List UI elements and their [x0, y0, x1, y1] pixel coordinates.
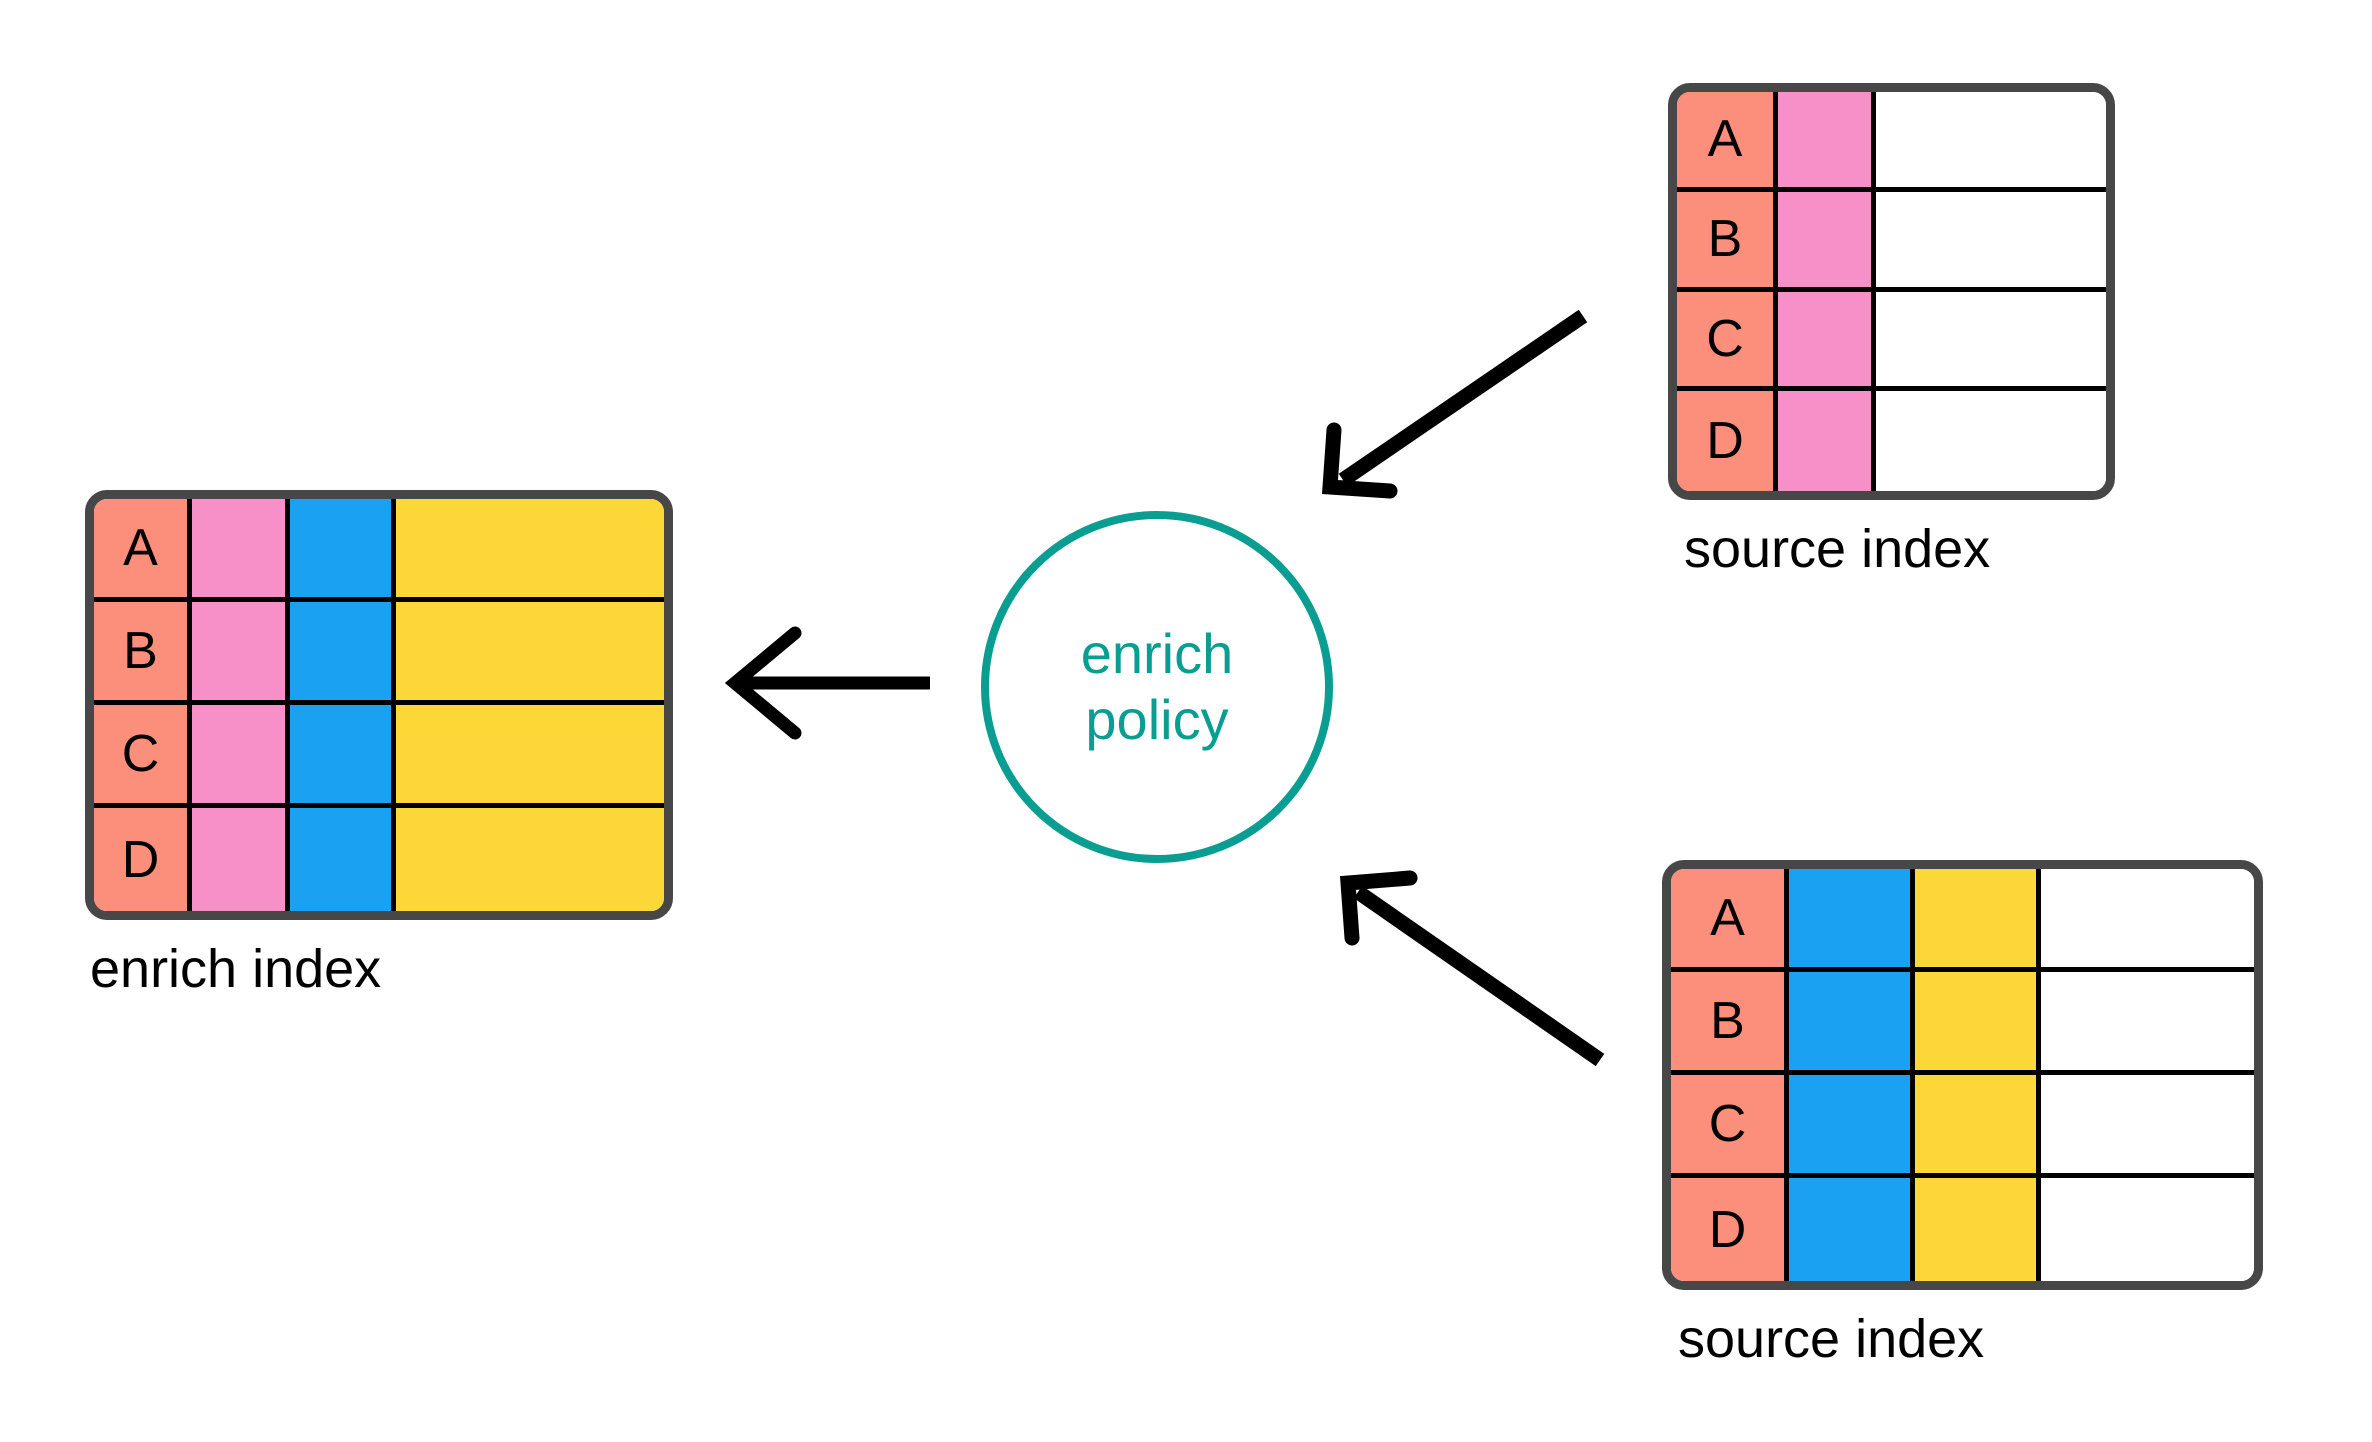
table-row: C	[1671, 1075, 2254, 1178]
enrich-cell-key-c: C	[94, 705, 192, 808]
table-row: C	[1677, 291, 2106, 392]
enrich-cell-yellow-b	[396, 602, 664, 705]
source-index-top-caption: source index	[1684, 519, 1991, 579]
enrich-cell-yellow-d	[396, 808, 664, 911]
enrich-index-table: A B C D	[85, 490, 673, 920]
source-bottom-cell-blank-b	[2041, 972, 2254, 1075]
enrich-cell-key-b: B	[94, 602, 192, 705]
table-row: D	[1677, 391, 2106, 491]
enrich-cell-blue-c	[290, 705, 396, 808]
arrow-policy-to-enrich-index	[724, 626, 930, 740]
enrich-cell-yellow-a	[396, 499, 664, 602]
source-top-cell-key-c: C	[1677, 291, 1778, 392]
source-index-top-table: A B C D	[1668, 83, 2115, 500]
enrich-index-caption: enrich index	[90, 939, 382, 999]
source-top-cell-blank-d	[1876, 391, 2106, 491]
source-bottom-cell-blue-c	[1789, 1075, 1915, 1178]
source-top-cell-pink-b	[1778, 191, 1876, 292]
table-row: A	[94, 499, 664, 602]
source-index-bottom-caption: source index	[1678, 1309, 1985, 1369]
enrich-cell-pink-c	[192, 705, 290, 808]
source-top-cell-key-d: D	[1677, 391, 1778, 491]
source-bottom-cell-yellow-b	[1915, 972, 2041, 1075]
source-bottom-cell-key-b: B	[1671, 972, 1789, 1075]
enrich-policy-node: enrich policy	[981, 511, 1333, 863]
table-row: B	[94, 602, 664, 705]
source-top-cell-blank-a	[1876, 92, 2106, 192]
table-row: B	[1677, 191, 2106, 292]
arrow-source-bottom-to-policy	[1339, 870, 1605, 1067]
enrich-cell-key-d: D	[94, 808, 192, 911]
source-top-cell-pink-d	[1778, 391, 1876, 491]
source-top-cell-blank-b	[1876, 191, 2106, 292]
source-top-cell-blank-c	[1876, 291, 2106, 392]
source-bottom-cell-key-d: D	[1671, 1178, 1789, 1281]
source-index-bottom-table: A B C D	[1662, 860, 2263, 1290]
enrich-cell-blue-d	[290, 808, 396, 911]
source-bottom-cell-blank-d	[2041, 1178, 2254, 1281]
table-row: A	[1671, 869, 2254, 972]
table-row: B	[1671, 972, 2254, 1075]
enrich-policy-label-line1: enrich	[1080, 621, 1234, 685]
enrich-cell-blue-b	[290, 602, 396, 705]
source-bottom-cell-blue-a	[1789, 869, 1915, 972]
table-row: C	[94, 705, 664, 808]
enrich-cell-pink-b	[192, 602, 290, 705]
table-row: D	[94, 808, 664, 911]
source-bottom-cell-yellow-a	[1915, 869, 2041, 972]
source-top-cell-key-a: A	[1677, 92, 1778, 192]
arrow-source-top-to-policy	[1321, 309, 1588, 499]
source-bottom-cell-key-c: C	[1671, 1075, 1789, 1178]
source-top-cell-pink-a	[1778, 92, 1876, 192]
source-top-cell-key-b: B	[1677, 191, 1778, 292]
enrich-cell-pink-a	[192, 499, 290, 602]
enrich-policy-label-line2: policy	[1085, 688, 1229, 751]
source-bottom-cell-blue-d	[1789, 1178, 1915, 1281]
enrich-cell-pink-d	[192, 808, 290, 911]
source-bottom-cell-blue-b	[1789, 972, 1915, 1075]
source-bottom-cell-blank-a	[2041, 869, 2254, 972]
source-bottom-cell-yellow-d	[1915, 1178, 2041, 1281]
source-bottom-cell-yellow-c	[1915, 1075, 2041, 1178]
source-bottom-cell-blank-c	[2041, 1075, 2254, 1178]
source-bottom-cell-key-a: A	[1671, 869, 1789, 972]
enrich-cell-yellow-c	[396, 705, 664, 808]
enrich-cell-key-a: A	[94, 499, 192, 602]
enrich-cell-blue-a	[290, 499, 396, 602]
table-row: D	[1671, 1178, 2254, 1281]
table-row: A	[1677, 92, 2106, 192]
source-top-cell-pink-c	[1778, 291, 1876, 392]
